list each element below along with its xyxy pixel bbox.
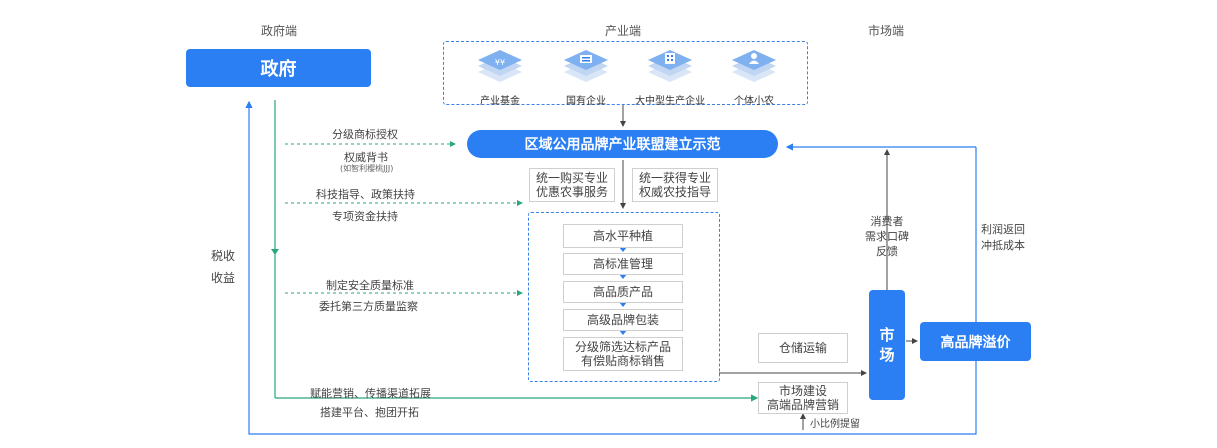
step-grading: 分级筛选达标产品有偿贴商标销售: [563, 337, 683, 371]
industry-item-large: 大中型生产企业: [630, 46, 710, 107]
svg-text:¥¥: ¥¥: [495, 58, 505, 67]
label-third-party: 委托第三方质量监察: [319, 300, 418, 313]
government-box: 政府: [186, 49, 371, 87]
column-header-gov: 政府端: [261, 24, 298, 38]
step-management: 高标准管理: [563, 253, 683, 275]
tax-loop-line: [245, 100, 977, 435]
industry-item-state: 国有企业: [551, 46, 621, 107]
label-tech-guidance: 科技指导、政策扶持: [316, 188, 415, 201]
consumer-feedback-label: 消费者 需求口碑 反馈: [865, 215, 909, 258]
industry-label: 产业基金: [480, 96, 520, 107]
label-quality-standard: 制定安全质量标准: [326, 279, 414, 292]
label-endorsement-note: (如智利樱桃JJJ): [340, 164, 394, 173]
alliance-box: 区域公用品牌产业联盟建立示范: [467, 130, 778, 158]
step-packaging: 高级品牌包装: [563, 309, 683, 331]
industry-item-fund: ¥¥ 产业基金: [465, 46, 535, 107]
label-marketing-empower: 赋能营销、传播渠道拓展: [310, 387, 431, 400]
service-guidance-box: 统一获得专业权威农技指导: [632, 168, 718, 202]
step-planting: 高水平种植: [563, 224, 683, 248]
industry-label: 大中型生产企业: [635, 96, 705, 107]
fund-icon: ¥¥: [478, 50, 522, 82]
industry-label: 国有企业: [566, 96, 606, 107]
production-group: [528, 212, 720, 382]
step-quality: 高品质产品: [563, 281, 683, 303]
label-platform-build: 搭建平台、抱团开拓: [320, 406, 419, 419]
tax-revenue-label: 税收 收益: [211, 249, 236, 285]
farmer-icon: [732, 50, 776, 82]
industry-group: [443, 41, 808, 105]
small-ratio-label: 小比例提留: [810, 419, 860, 430]
profit-return-label: 利润返回 冲抵成本: [981, 223, 1025, 252]
column-header-market: 市场端: [868, 24, 905, 38]
market-box: 市 场: [869, 290, 905, 400]
large-enterprise-icon: [648, 50, 692, 82]
column-header-industry: 产业端: [605, 24, 642, 38]
label-authority-endorsement: 权威背书: [344, 151, 388, 164]
market-build-box: 市场建设高端品牌营销: [758, 382, 848, 414]
premium-box: 高品牌溢价: [920, 322, 1031, 361]
service-purchase-box: 统一购买专业优惠农事服务: [529, 168, 615, 202]
industry-label: 个体小农: [734, 96, 774, 107]
industry-item-farmer: 个体小农: [719, 46, 789, 107]
state-enterprise-icon: [564, 50, 608, 82]
label-special-funds: 专项资金扶持: [332, 210, 398, 223]
storage-box: 仓储运输: [758, 333, 848, 363]
label-trademark-auth: 分级商标授权: [332, 128, 398, 141]
